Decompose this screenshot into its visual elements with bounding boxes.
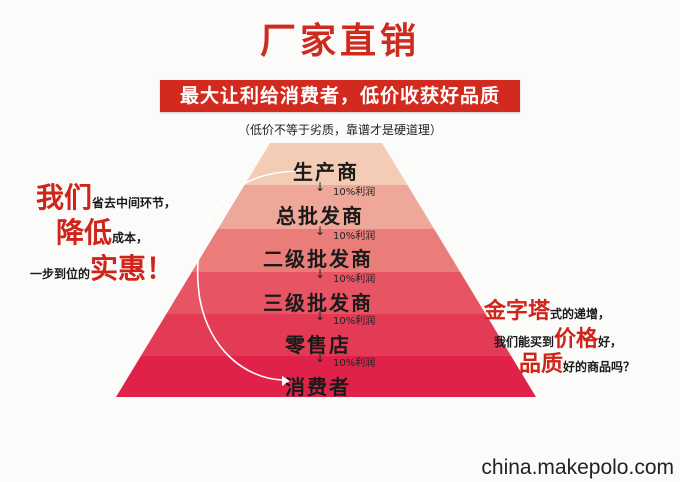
- profit-label: 10%利润: [333, 231, 376, 242]
- left-callout-line-1: 我们省去中间环节，: [36, 176, 176, 216]
- level-third-wholesaler: 三级批发商: [263, 291, 373, 315]
- right-callout-line-1: 金字塔式的递增，: [484, 293, 610, 325]
- profit-label: 10%利润: [333, 274, 376, 285]
- left-callout-text: 一步到位的: [30, 267, 91, 281]
- right-callout-text: 我们能买到: [494, 335, 555, 349]
- down-arrow-icon: ↓: [315, 351, 326, 365]
- left-callout-emphasis: 我们: [36, 181, 93, 214]
- left-callout-text: 省去中间环节，: [92, 196, 177, 210]
- right-callout-emphasis: 品质: [519, 352, 564, 377]
- right-callout-line-3: 品质好的商品吗？: [519, 346, 635, 378]
- watermark: china.makepolo.com: [481, 456, 674, 479]
- right-callout-line-2: 我们能买到价格好，: [494, 321, 622, 353]
- slogan-banner: 最大让利给消费者，低价收获好品质: [160, 80, 520, 112]
- pyramid-band-5: [140, 314, 512, 356]
- profit-label: 10%利润: [333, 316, 376, 327]
- curved-arrow-head: [282, 376, 290, 386]
- left-callout-emphasis: 实惠！: [90, 252, 175, 285]
- curved-arrow-line: [196, 170, 301, 381]
- right-callout-emphasis: 金字塔: [484, 299, 551, 324]
- level-producer: 生产商: [293, 160, 359, 184]
- left-callout-text: 成本，: [112, 231, 149, 245]
- left-callout-emphasis: 降低: [56, 216, 113, 249]
- level-general-wholesaler: 总批发商: [276, 204, 364, 228]
- left-callout-line-2: 降低成本，: [56, 211, 148, 251]
- level-second-wholesaler: 二级批发商: [263, 247, 373, 271]
- right-callout-text: 式的递增，: [550, 307, 611, 321]
- level-consumer: 消费者: [285, 375, 351, 399]
- down-arrow-icon: ↓: [315, 224, 326, 238]
- pyramid-band-1: [244, 143, 408, 185]
- pyramid-band-4: [166, 272, 486, 314]
- pyramid-band-3: [191, 229, 461, 272]
- down-arrow-icon: ↓: [315, 309, 326, 323]
- down-arrow-icon: ↓: [315, 180, 326, 194]
- down-arrow-icon: ↓: [315, 267, 326, 281]
- right-callout-emphasis: 价格: [554, 327, 599, 352]
- level-retail-store: 零售店: [285, 333, 351, 357]
- subtitle: （低价不等于劣质，靠谱才是硬道理）: [237, 123, 442, 137]
- main-title: 厂家直销: [259, 21, 420, 62]
- profit-label: 10%利润: [333, 187, 376, 198]
- right-callout-text: 好的商品吗？: [563, 360, 636, 374]
- left-callout-line-3: 一步到位的实惠！: [30, 247, 174, 287]
- pyramid-band-2: [217, 185, 435, 229]
- pyramid-band-6: [116, 356, 536, 397]
- profit-label: 10%利润: [333, 358, 376, 369]
- right-callout-text: 好，: [598, 335, 623, 349]
